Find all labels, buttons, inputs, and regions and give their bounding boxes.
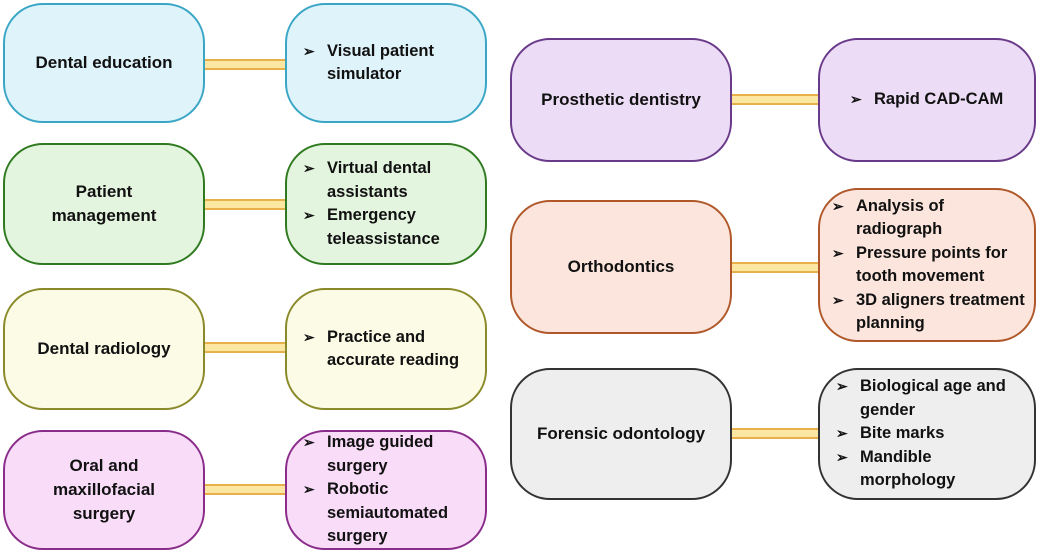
application-item: Emergency teleassistance (301, 204, 477, 251)
connector (205, 342, 285, 353)
area-title: Oral and maxillofacial surgery (52, 456, 156, 523)
application-item: Biological age and gender (834, 375, 1040, 422)
application-list: Practice and accurate reading (301, 326, 477, 373)
application-box-forensic-odontology: Biological age and gender Bite marks Man… (818, 368, 1036, 500)
area-box-dental-education: Dental education (3, 3, 205, 123)
application-item: Bite marks (834, 422, 1040, 446)
area-title: Forensic odontology (536, 424, 706, 443)
application-list: Rapid CAD-CAM (848, 88, 1003, 112)
connector (732, 94, 818, 105)
area-title: Prosthetic dentistry (541, 90, 701, 109)
application-item: Robotic semiautomated surgery (301, 478, 477, 549)
application-list: Visual patient simulator (301, 40, 477, 87)
application-item: 3D aligners treatment planning (830, 289, 1036, 336)
application-item: Analysis of radiograph (830, 195, 1006, 242)
application-list: Virtual dental assistants Emergency tele… (301, 157, 477, 251)
connector (205, 59, 285, 70)
area-box-forensic-odontology: Forensic odontology (510, 368, 732, 500)
application-box-orthodontics: Analysis of radiograph Pressure points f… (818, 188, 1036, 342)
application-box-oral-maxillofacial-surgery: Image guided surgery Robotic semiautomat… (285, 430, 487, 550)
connector (205, 484, 285, 495)
application-box-prosthetic-dentistry: Rapid CAD-CAM (818, 38, 1036, 162)
application-item: Rapid CAD-CAM (848, 88, 1003, 112)
application-item: Image guided surgery (301, 431, 467, 478)
application-box-dental-radiology: Practice and accurate reading (285, 288, 487, 410)
application-list: Biological age and gender Bite marks Man… (834, 375, 1040, 493)
application-item: Virtual dental assistants (301, 157, 477, 204)
area-box-oral-maxillofacial-surgery: Oral and maxillofacial surgery (3, 430, 205, 550)
application-item: Visual patient simulator (301, 40, 477, 87)
area-title: Dental education (35, 53, 173, 72)
connector (205, 199, 285, 210)
connector (732, 428, 818, 439)
area-box-patient-management: Patient management (3, 143, 205, 265)
area-title: Patient management (51, 182, 157, 225)
application-list: Analysis of radiograph Pressure points f… (830, 195, 1036, 336)
connector (732, 262, 818, 273)
area-box-dental-radiology: Dental radiology (3, 288, 205, 410)
application-box-patient-management: Virtual dental assistants Emergency tele… (285, 143, 487, 265)
area-title: Dental radiology (37, 339, 171, 358)
area-box-orthodontics: Orthodontics (510, 200, 732, 334)
area-title: Orthodontics (567, 257, 675, 276)
application-item: Pressure points for tooth movement (830, 242, 1036, 289)
application-box-dental-education: Visual patient simulator (285, 3, 487, 123)
application-item: Practice and accurate reading (301, 326, 477, 373)
area-box-prosthetic-dentistry: Prosthetic dentistry (510, 38, 732, 162)
application-item: Mandible morphology (834, 446, 1000, 493)
application-list: Image guided surgery Robotic semiautomat… (301, 431, 477, 549)
